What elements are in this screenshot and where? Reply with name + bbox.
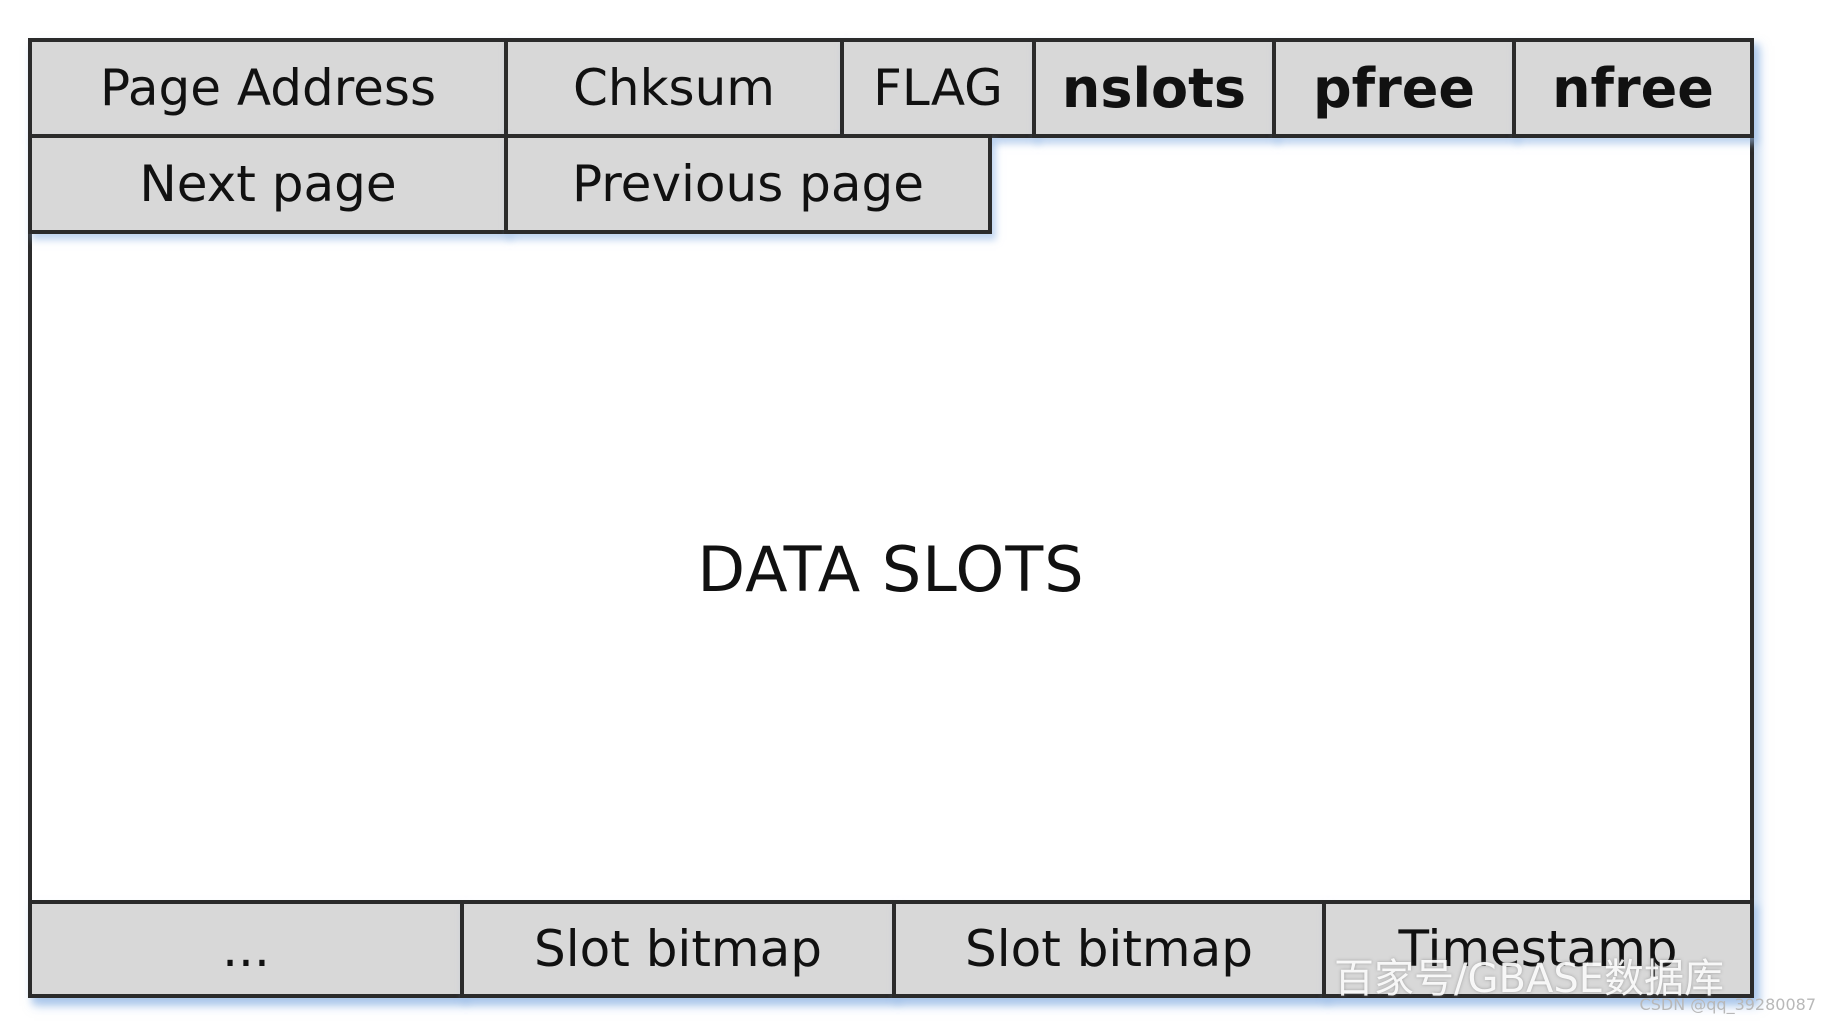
pfree-field: pfree (1272, 38, 1516, 138)
slot-bitmap-field-1: Slot bitmap (460, 900, 896, 998)
nslots-label: nslots (1061, 56, 1247, 120)
data-slots-area: DATA SLOTS (28, 234, 1754, 904)
data-slots-label: DATA SLOTS (697, 532, 1085, 606)
previous-page-label: Previous page (571, 155, 925, 213)
credit-text: CSDN @qq_39280087 (1639, 995, 1816, 1014)
ellipsis-label: ... (222, 920, 270, 978)
flag-field: FLAG (840, 38, 1036, 138)
page-address-label: Page Address (99, 59, 437, 117)
slot-bitmap-label-2: Slot bitmap (964, 920, 1254, 978)
page-address-field: Page Address (28, 38, 508, 138)
nfree-label: nfree (1552, 56, 1714, 120)
next-page-field: Next page (28, 134, 508, 234)
watermark-text: 百家号/GBASE数据库 (1334, 956, 1724, 1002)
timestamp-label: Timestamp (1398, 920, 1678, 978)
previous-page-field: Previous page (504, 134, 992, 234)
ellipsis-field: ... (28, 900, 464, 998)
timestamp-field: Timestamp (1322, 900, 1754, 998)
slot-bitmap-label-1: Slot bitmap (533, 920, 823, 978)
slot-bitmap-field-2: Slot bitmap (892, 900, 1326, 998)
chksum-field: Chksum (504, 38, 844, 138)
pfree-label: pfree (1312, 56, 1476, 120)
nfree-field: nfree (1512, 38, 1754, 138)
chksum-label: Chksum (572, 59, 775, 117)
flag-label: FLAG (873, 59, 1003, 117)
next-page-label: Next page (139, 155, 397, 213)
nslots-field: nslots (1032, 38, 1276, 138)
